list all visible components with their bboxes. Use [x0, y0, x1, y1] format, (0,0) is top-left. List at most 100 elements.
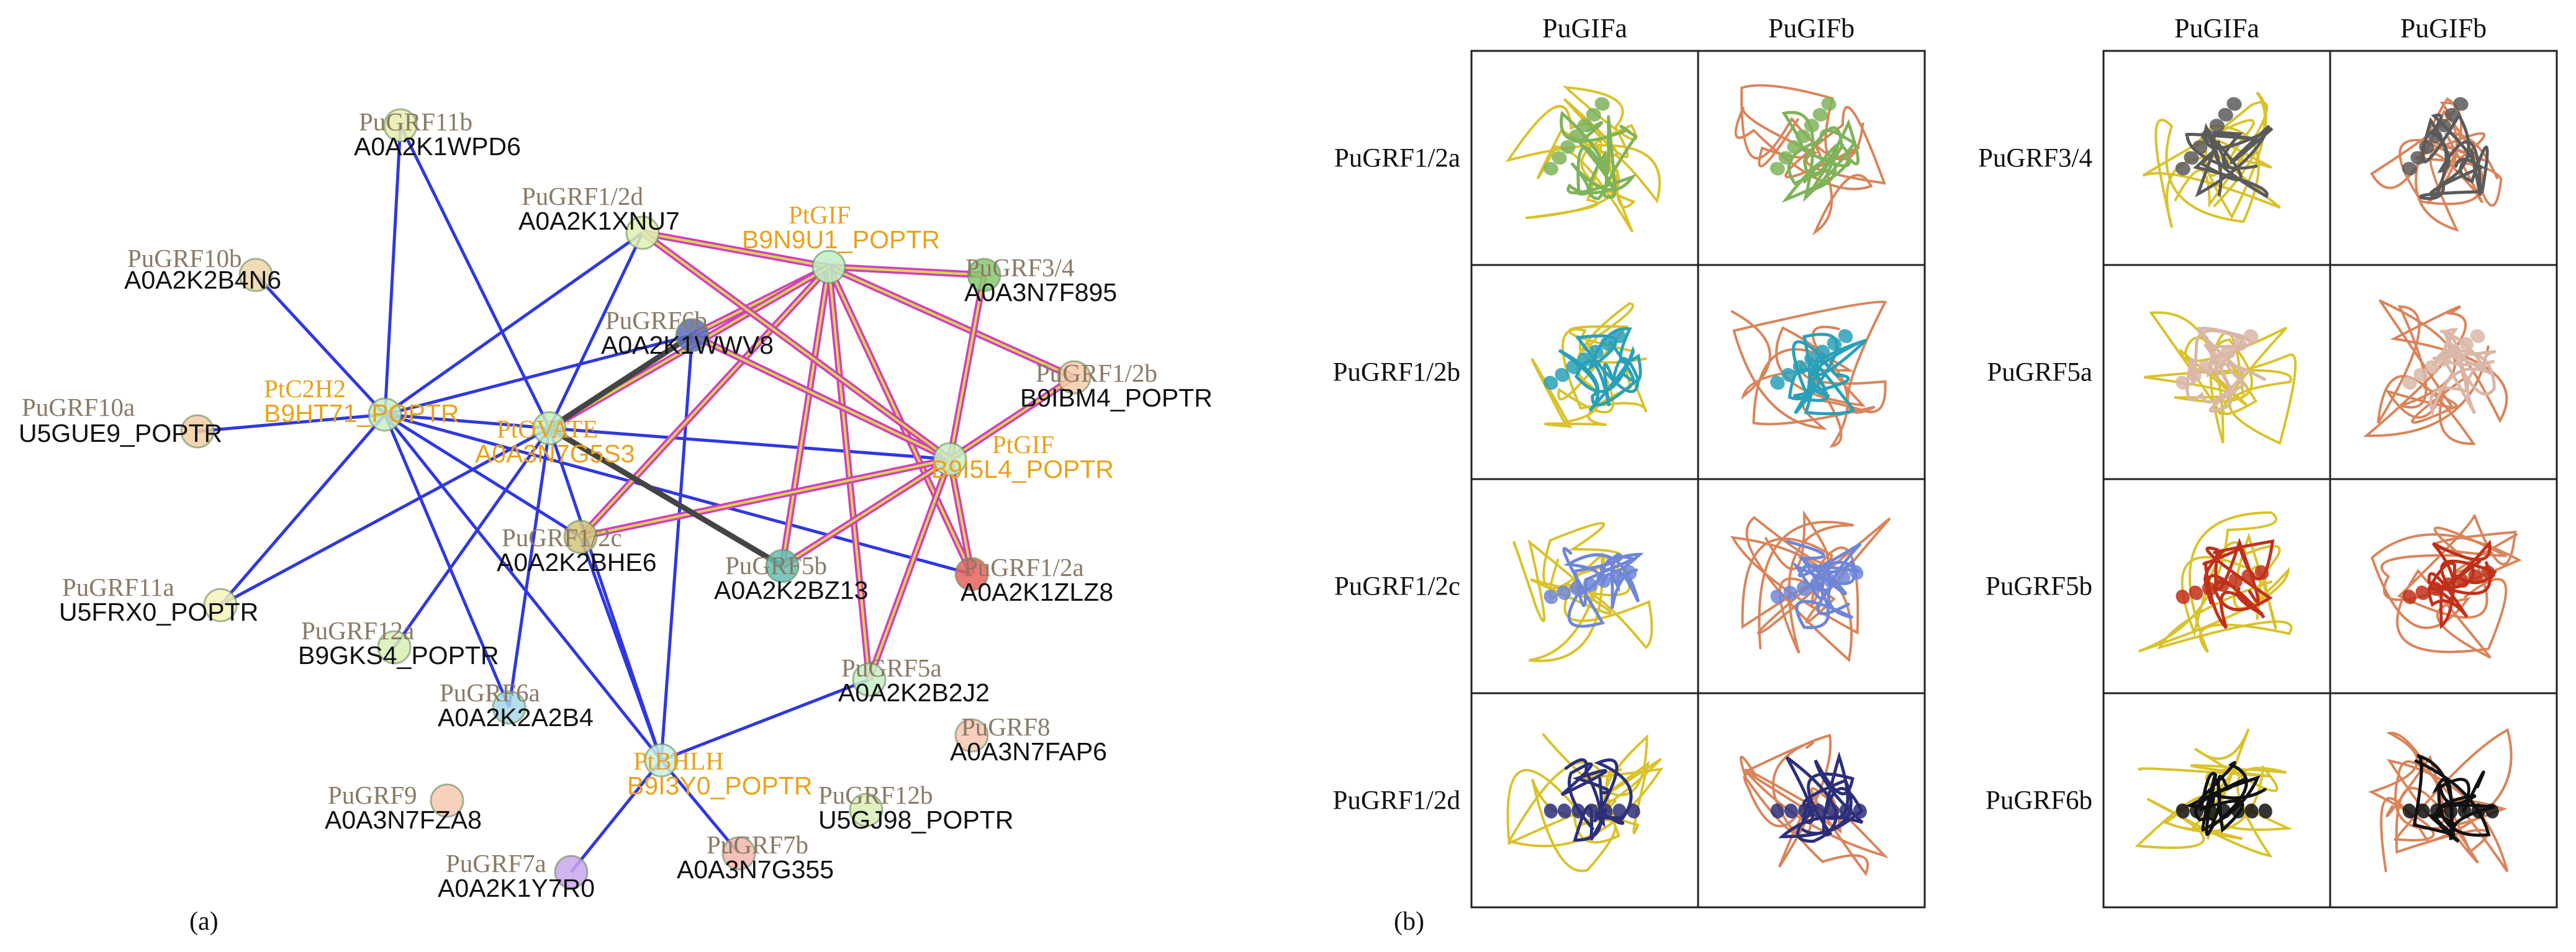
edge-n_ptbhlh-n_grf7b: [660, 759, 740, 855]
helix-segment: [2468, 569, 2483, 584]
helix-segment: [2457, 803, 2472, 819]
node-n_grf9[interactable]: [430, 783, 464, 818]
helix-segment: [1849, 565, 1864, 580]
node-id-n_grf11a: U5FRX0_POPTR: [59, 598, 258, 626]
network-labels: PuGRF11bA0A2K1WPD6PuGRF10bA0A2K2B4N6PuGR…: [19, 107, 1213, 902]
node-n_grf12bb[interactable]: [849, 793, 884, 827]
helix-segment: [1611, 329, 1627, 343]
node-n_grf12aa[interactable]: [377, 630, 412, 665]
helix-segment: [2441, 577, 2456, 592]
node-n_ptbhlh[interactable]: [644, 743, 679, 778]
node-n_ptc2h2[interactable]: [368, 397, 402, 432]
helix-segment: [1599, 803, 1613, 819]
helix-segment: [1815, 344, 1830, 359]
helix-segment: [2209, 119, 2225, 133]
helix-segment: [1585, 803, 1599, 819]
helix-segment: [1566, 360, 1581, 374]
helix-segment: [2428, 129, 2443, 143]
helix-segment: [2201, 129, 2217, 143]
helix-segment: [2258, 803, 2272, 819]
node-n_grf10b[interactable]: [238, 258, 273, 292]
helix-segment: [1783, 585, 1798, 600]
accent-structure: [2419, 112, 2489, 200]
node-n_ptovate[interactable]: [532, 411, 567, 446]
edge-n_ptgif1-n_grf34-inner: [828, 266, 985, 276]
node-n_grf34[interactable]: [967, 258, 1001, 292]
row-label-pugrf3-4: PuGRF3/4: [1978, 144, 2092, 173]
helix-segment: [2184, 151, 2199, 165]
helix-segment: [2231, 803, 2245, 819]
node-n_grf12d[interactable]: [625, 215, 660, 250]
node-name-n_grf8: PuGRF8: [961, 712, 1051, 741]
node-n_ptgif1[interactable]: [811, 249, 846, 284]
edge-n_ptc2h2-n_grf6b: [384, 333, 693, 416]
edge-n_ptc2h2-n_grf11b: [383, 125, 402, 415]
edge-n_ptovate-n_grf12d: [548, 231, 644, 429]
node-id-n_grf6b: A0A2K1WWV8: [601, 331, 774, 359]
helix-segment: [2470, 329, 2485, 343]
node-n_grf6b[interactable]: [675, 318, 710, 353]
panel-b-caption: (b): [1394, 907, 1424, 936]
node-n_grf6a[interactable]: [492, 690, 526, 725]
node-n_grf5b[interactable]: [765, 549, 800, 583]
node-n_grf8[interactable]: [954, 718, 989, 753]
helix-segment: [1796, 129, 1811, 143]
helix-segment: [2428, 581, 2443, 596]
node-n_grf7b[interactable]: [721, 836, 756, 871]
node-n_ptgif2[interactable]: [933, 442, 967, 477]
helix-segment: [1577, 352, 1593, 367]
column-header-pugifa: PuGIFa: [2174, 13, 2259, 43]
helix-segment: [1781, 367, 1796, 382]
helix-segment: [1543, 161, 1558, 176]
accent-structure: [2185, 123, 2274, 199]
node-id-n_grf9: A0A3N7FZA8: [325, 806, 482, 834]
node-name-n_grf12bb: PuGRF12b: [818, 781, 933, 809]
node-n_grf12c[interactable]: [563, 519, 598, 554]
helix-segment: [1798, 803, 1812, 819]
node-n_grf10a[interactable]: [180, 414, 215, 449]
helix-segment: [1838, 329, 1853, 343]
accent-structure: [2185, 761, 2267, 837]
node-n_grf11a[interactable]: [203, 588, 238, 622]
node-id-n_grf5a: A0A2K2B2J2: [838, 678, 990, 707]
row-label-pugrf5a: PuGRF5a: [1987, 358, 2092, 387]
column-header-pugifb: PuGIFb: [2400, 13, 2487, 43]
node-name-n_grf6b: PuGRF6b: [605, 306, 707, 335]
node-n_grf12b[interactable]: [1057, 360, 1091, 395]
helix-segment: [2402, 375, 2417, 390]
node-id-n_ptbhlh: B9I3Y0_POPTR: [627, 771, 813, 800]
row-label-pugrf1-2a: PuGRF1/2a: [1334, 144, 1460, 173]
edge-n_ptgif1-n_grf5a-inner: [828, 266, 870, 680]
helix-segment: [1626, 803, 1640, 819]
node-id-n_grf8: A0A3N7FAP6: [950, 737, 1107, 766]
edge-n_ptbhlh-n_grf6b: [659, 335, 694, 761]
edge-n_ptovate-n_grf6b: [548, 333, 694, 431]
helix-segment: [2176, 590, 2190, 604]
edge-n_ptgif1-n_grf12c-inner: [579, 266, 830, 538]
helix-segment: [2217, 803, 2231, 819]
helix-segment: [2436, 352, 2451, 367]
node-n_grf7a[interactable]: [554, 855, 589, 889]
edge-n_ptc2h2-n_grf6a: [383, 414, 511, 708]
node-n_grf11b[interactable]: [383, 108, 418, 143]
helix-segment: [1612, 803, 1627, 819]
helix-segment: [1809, 577, 1824, 592]
node-id-n_ptgif1: B9N9U1_POPTR: [742, 225, 940, 254]
edge-n_ptgif1-n_grf5b-inner: [781, 266, 830, 567]
node-name-n_grf7a: PuGRF7a: [446, 849, 546, 878]
node-n_grf5a[interactable]: [852, 662, 887, 697]
helix-segment: [2226, 97, 2242, 111]
node-n_grf12a[interactable]: [954, 557, 989, 591]
helix-segment: [1792, 360, 1808, 374]
node-id-n_grf11b: A0A2K1WPD6: [354, 132, 521, 161]
edge-n_ptgif2-n_grf5a-inner: [868, 459, 951, 680]
helix-segment: [2189, 585, 2203, 600]
structure-cell: [2329, 264, 2558, 480]
node-id-n_grf12d: A0A2K1XNU7: [518, 207, 680, 235]
edge-n_ptc2h2-n_ptovate: [384, 413, 550, 430]
node-name-n_grf12d: PuGRF1/2d: [522, 182, 643, 210]
helix-segment: [2471, 803, 2485, 819]
helix-segment: [2198, 360, 2213, 374]
